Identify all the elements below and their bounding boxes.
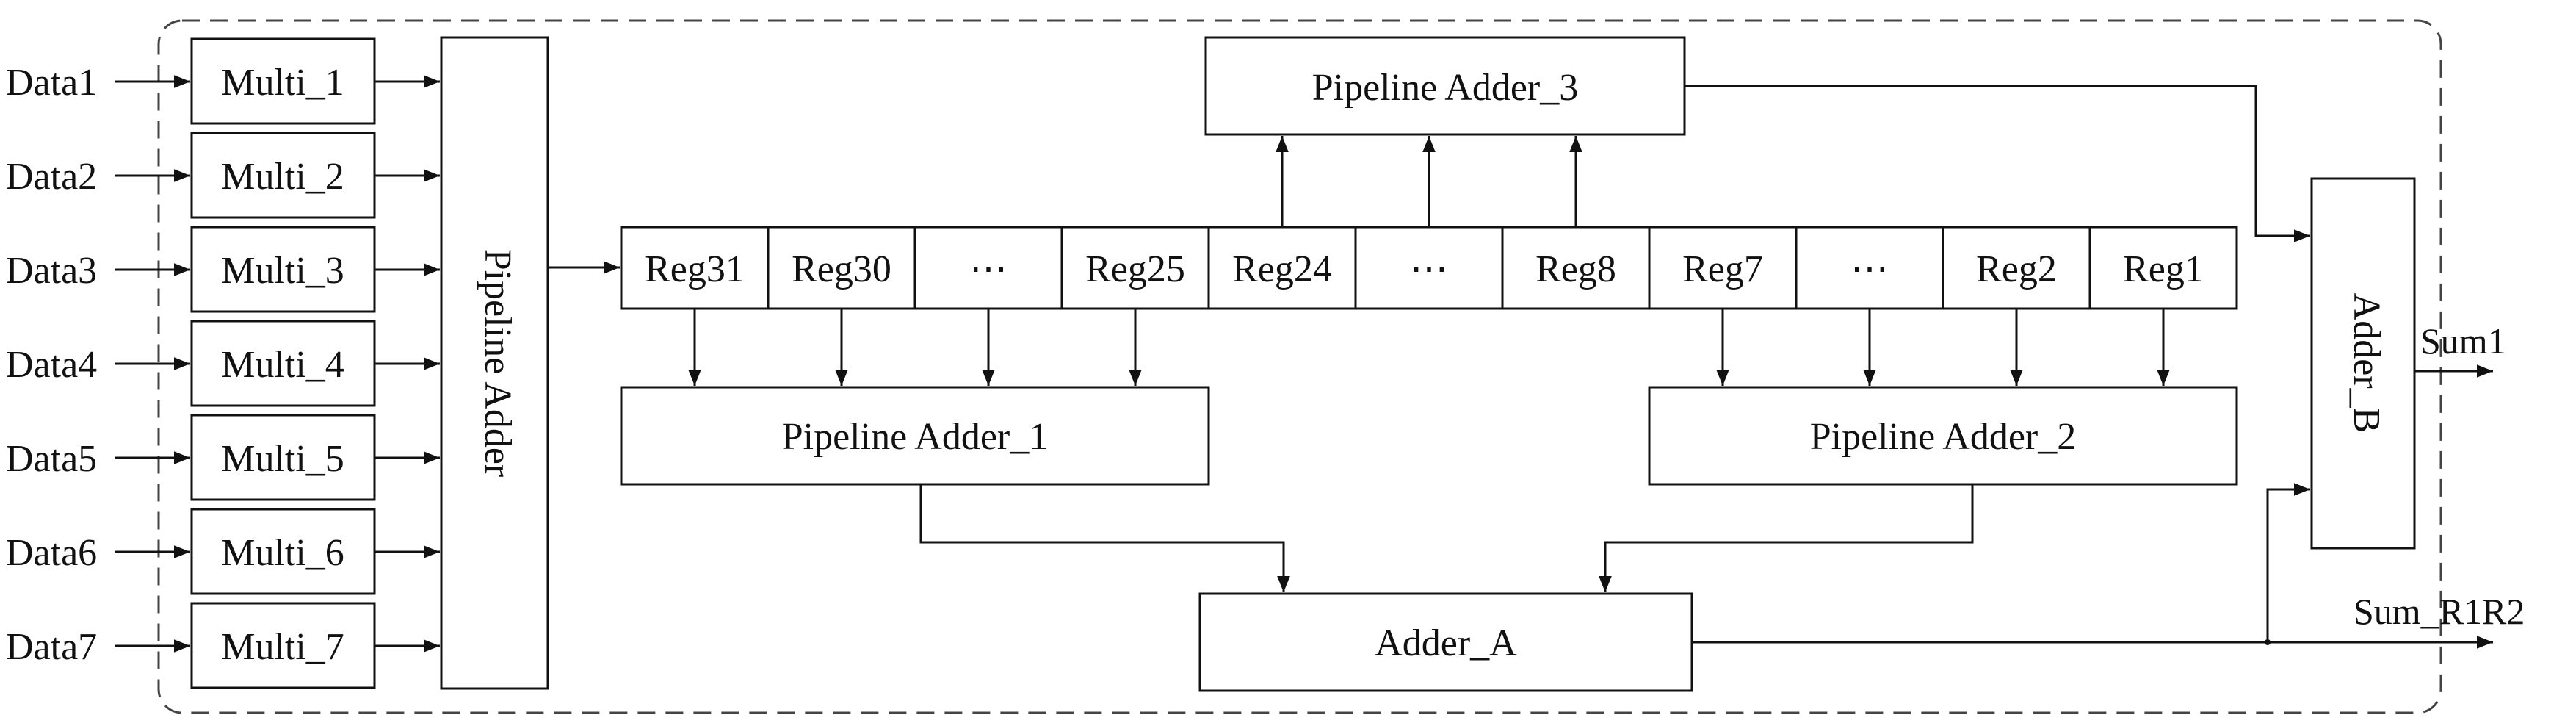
register-chain: Reg31 Reg30 ⋯ Reg25 Reg24 ⋯ Reg8 Reg7 ⋯ … [620,226,2238,310]
pipeline-adder-2-label: Pipeline Adder_2 [1810,416,2077,458]
multi-4-label: Multi_4 [221,344,344,386]
register-ellipsis-3-label: ⋯ [1850,248,1889,290]
register-ellipsis-2-label: ⋯ [1410,248,1448,290]
register-reg2-label: Reg2 [1976,248,2057,290]
register-reg31-box [620,226,770,310]
register-ellipsis-2-box [1354,226,1504,310]
input-label-5: Data5 [6,438,97,480]
multi-6-label: Multi_6 [221,532,344,574]
register-reg7-box [1648,226,1798,310]
input-label-4: Data4 [6,344,97,386]
pipeline-adder-3-to-adder-b-wire [1685,85,2310,242]
input-label-2: Data2 [6,156,97,198]
multi-7-label: Multi_7 [221,626,344,668]
multi-1-label: Multi_1 [221,62,344,104]
pipeline-adder-1-label: Pipeline Adder_1 [782,416,1049,458]
pipeline-adder-2-box [1648,386,2238,486]
adder-a-to-adder-b-wire [2266,483,2310,642]
input-labels: Data1 Data2 Data3 Data4 Data5 Data6 Data… [6,62,97,668]
sum1-output-label: Sum1 [2420,320,2506,362]
pipeline-adder-3-box [1204,36,1686,136]
register-ellipsis-1-label: ⋯ [969,248,1007,290]
multiplier-column: Multi_1 Multi_2 Multi_3 Multi_4 Multi_5 … [190,37,376,689]
adder-b-label: Adder_B [2345,293,2387,434]
register-reg1-label: Reg1 [2123,248,2204,290]
pipeline-adder-label: Pipeline Adder [477,249,518,478]
register-ellipsis-3-box [1795,226,1944,310]
multi-3-box [190,226,376,313]
register-reg31-label: Reg31 [645,248,745,290]
sum-r1r2-output-label: Sum_R1R2 [2354,591,2525,632]
register-reg25-label: Reg25 [1085,248,1185,290]
multi-5-box [190,414,376,501]
adder-a-box [1198,592,1693,692]
pipeline-adder-1-box [620,386,1210,486]
reg-to-pipeline-adder-2-arrows [1716,309,2170,386]
pipeline-adder-3-label: Pipeline Adder_3 [1312,67,1579,109]
multi-2-box [190,132,376,219]
multi-1-box [190,37,376,125]
register-ellipsis-1-box [913,226,1063,310]
multi-7-box [190,602,376,689]
register-reg8-label: Reg8 [1535,248,1616,290]
pipeline-adder-1-to-adder-a-wire [919,484,1290,592]
pipeline-adder-2-to-adder-a-wire [1599,484,1974,592]
input-label-3: Data3 [6,250,97,292]
module-boundary [157,19,2442,714]
reg-to-pipeline-adder-3-arrows [1276,136,1582,227]
register-reg24-label: Reg24 [1232,248,1332,290]
adder-a-label: Adder_A [1375,622,1517,664]
register-reg30-box [767,226,916,310]
register-reg8-box [1501,226,1651,310]
multi-2-label: Multi_2 [221,156,344,198]
multi-4-box [190,320,376,407]
input-label-1: Data1 [6,62,97,104]
adder-b-box [2310,177,2416,550]
multi-3-label: Multi_3 [221,250,344,292]
multiplier-output-arrows [375,75,440,653]
pipeline-adder-box [440,36,549,690]
reg-to-pipeline-adder-1-arrows [688,309,1142,386]
register-reg2-box [1942,226,2091,310]
register-reg30-label: Reg30 [792,248,891,290]
input-label-6: Data6 [6,532,97,574]
input-label-7: Data7 [6,626,97,668]
register-reg25-box [1060,226,1210,310]
multi-5-label: Multi_5 [221,438,344,480]
input-arrows [115,75,190,653]
register-reg1-box [2088,226,2238,310]
register-reg7-label: Reg7 [1682,248,1763,290]
